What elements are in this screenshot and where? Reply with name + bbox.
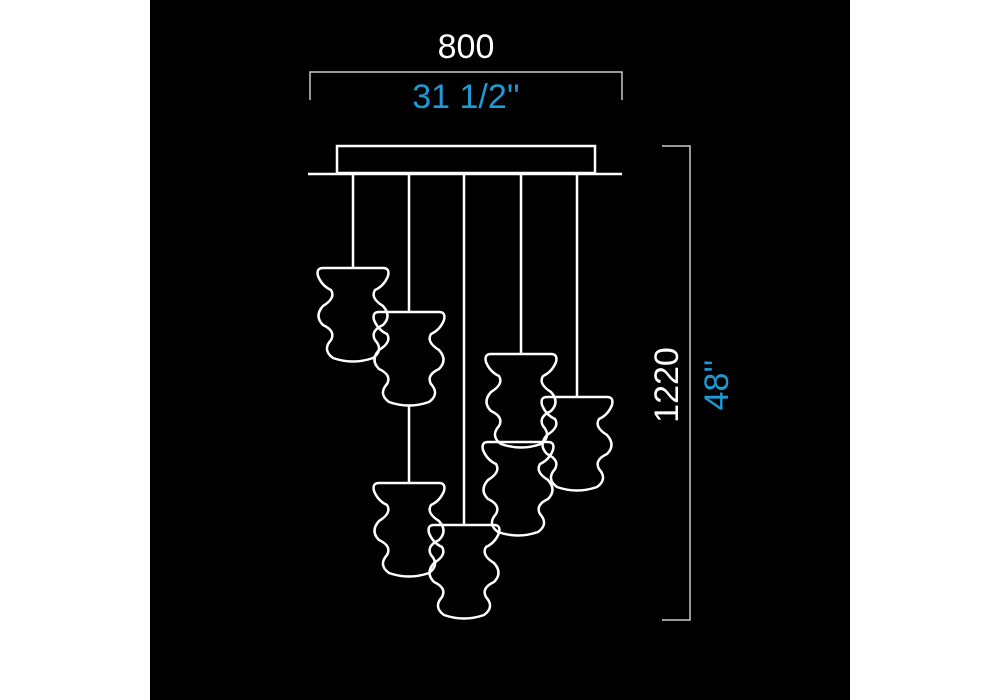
shade-6 xyxy=(484,352,558,449)
height-inch-label: 48'' xyxy=(698,360,736,411)
height-mm-label: 1220 xyxy=(648,347,686,423)
width-mm-label: 800 xyxy=(438,28,495,66)
canopy xyxy=(308,144,622,176)
shade-1 xyxy=(316,266,390,363)
shade-2 xyxy=(372,310,446,407)
shade-5 xyxy=(481,440,555,537)
drawing-background xyxy=(150,0,850,700)
suspension-wires xyxy=(351,174,579,525)
width-dimension: 800 31 1/2'' xyxy=(309,28,623,116)
width-inch-label: 31 1/2'' xyxy=(412,78,520,116)
height-dimension: 1220 48'' xyxy=(648,145,736,621)
